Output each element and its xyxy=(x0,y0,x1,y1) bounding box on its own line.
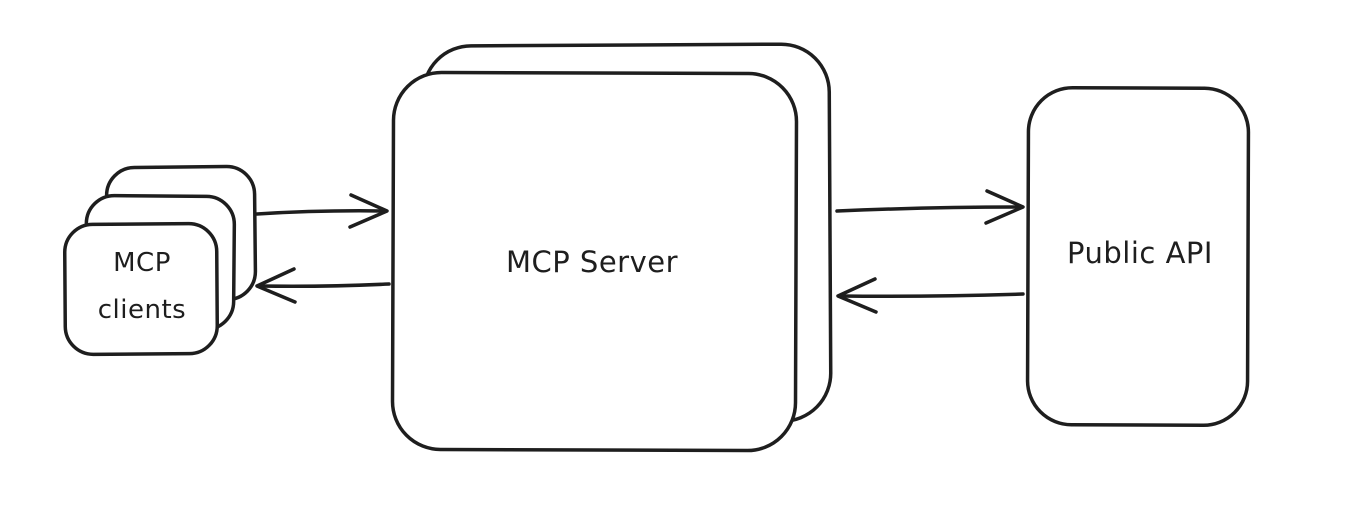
arrow-api-to-server xyxy=(839,292,1025,298)
arrow-server-to-api xyxy=(835,205,1022,213)
arrow-server-to-clients xyxy=(258,282,391,288)
server-card-front xyxy=(390,70,799,453)
api-label: Public API xyxy=(1067,236,1213,270)
arrow-server-to-clients-head xyxy=(255,267,297,304)
arrow-server-to-api-head xyxy=(984,189,1025,225)
clients-label-line1: MCP xyxy=(113,248,171,278)
clients-card-front xyxy=(62,221,220,357)
arrow-clients-to-server-head xyxy=(348,193,389,229)
arrow-clients-to-server xyxy=(255,209,386,216)
arrow-api-to-server-head xyxy=(836,277,878,314)
api-card xyxy=(1025,86,1251,427)
clients-label-line2: clients xyxy=(98,295,186,325)
server-label: MCP Server xyxy=(506,245,678,279)
